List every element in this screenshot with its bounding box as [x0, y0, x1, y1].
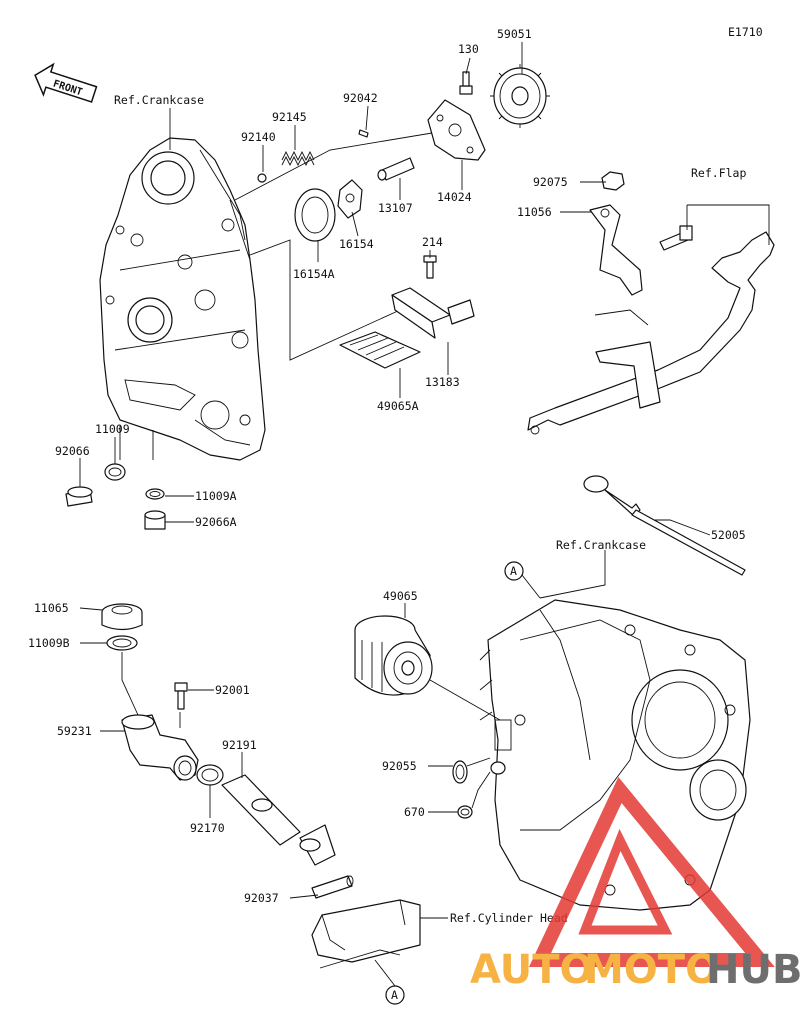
pump-cover-14024-icon: [427, 99, 486, 161]
part-label: 11065: [34, 601, 69, 615]
dipstick-52005-icon: [583, 475, 746, 576]
breather-92037-icon: [311, 875, 354, 899]
oil-port-icon: [490, 761, 506, 775]
bolt-92001-icon: [174, 682, 188, 710]
nut-92075-icon: [601, 171, 625, 191]
flap-lever-icon: [527, 231, 775, 435]
part-label: 14024: [437, 190, 472, 204]
part-label: 11009A: [195, 489, 237, 503]
part-label: 92066A: [195, 515, 237, 529]
shaft-13107-icon: [377, 157, 415, 181]
part-label: 16154: [339, 237, 374, 251]
gear-case-drawing: [99, 137, 266, 461]
part-label: 92145: [272, 110, 307, 124]
part-label: 11056: [517, 205, 552, 219]
assembly-line: [119, 425, 154, 460]
part-label: 59231: [57, 724, 92, 738]
crankcase-lower-drawing: [479, 599, 751, 911]
part-label: 92140: [241, 130, 276, 144]
watermark-logo: AUTO MOTO HUB: [470, 777, 800, 993]
ref-crankcase-bottom-label: Ref.Crankcase: [556, 538, 646, 552]
plug-92066A-icon: [144, 510, 166, 530]
part-label: 49065A: [377, 399, 419, 413]
part-label: 59051: [497, 27, 532, 41]
watermark-hub: HUB: [706, 947, 800, 993]
gear-59051-icon: [490, 64, 550, 128]
part-label: 11009: [95, 422, 130, 436]
front-arrow-icon: FRONT: [34, 62, 98, 103]
part-label: 214: [422, 235, 443, 249]
leader-lines: [79, 42, 711, 919]
bolt-214-icon: [423, 255, 437, 279]
oring-11009B-icon: [106, 635, 138, 651]
bracket-11056-icon: [589, 204, 643, 296]
bolt-flap-icon: [659, 225, 693, 251]
part-labels: Ref.Crankcase 130 59051 92042 92145 9214…: [28, 27, 746, 925]
hose-92191-icon: [221, 774, 336, 866]
callout-a-upper: A: [504, 561, 524, 581]
part-label: 16154A: [293, 267, 335, 281]
oil-screen-49065A-icon: [339, 331, 421, 369]
gasket-11009-icon: [104, 463, 126, 481]
inner-rotor-16154-icon: [337, 179, 363, 219]
part-label: 92066: [55, 444, 90, 458]
part-label: 670: [404, 805, 425, 819]
svg-text:A: A: [391, 988, 398, 1002]
part-label: 130: [458, 42, 479, 56]
plug-92066-icon: [65, 486, 93, 507]
outer-rotor-16154A-icon: [294, 188, 336, 242]
gasket-11009A-icon: [145, 488, 165, 500]
svg-text:A: A: [510, 564, 517, 578]
oring-670-icon: [457, 805, 473, 819]
ref-cylinder-head-label: Ref.Cylinder Head: [450, 911, 568, 925]
clamp-92170-icon: [196, 764, 224, 786]
part-label: 92191: [222, 738, 257, 752]
watermark-moto: MOTO: [584, 947, 719, 993]
ref-crankcase-top-label: Ref.Crankcase: [114, 93, 204, 107]
spring-92145-icon: [281, 150, 315, 167]
pin-92042-icon: [358, 129, 369, 138]
part-label: 92001: [215, 683, 250, 697]
part-label: 49065: [383, 589, 418, 603]
callout-a-leader: [521, 574, 541, 599]
assembly-line: [249, 239, 401, 361]
watermark-auto: AUTO: [470, 947, 594, 993]
part-label: 13183: [425, 375, 460, 389]
part-label: 13107: [378, 201, 413, 215]
plate-13183-icon: [391, 287, 475, 339]
watermark-triangle-icon: [528, 777, 775, 967]
part-label: 92042: [343, 91, 378, 105]
callout-a-lower: A: [385, 985, 405, 1005]
part-label: 92075: [533, 175, 568, 189]
ref-flap-bracket-lines: [686, 204, 770, 245]
figure-code: E1710: [728, 25, 763, 39]
oil-filter-49065-icon: [354, 615, 433, 696]
assembly-line: [234, 129, 451, 201]
cylinder-head-cover-icon: [311, 899, 421, 969]
part-label: 52005: [711, 528, 746, 542]
filler-neck-59231-icon: [121, 714, 199, 781]
part-label: 92037: [244, 891, 279, 905]
part-label: 92170: [190, 821, 225, 835]
ref-flap-label: Ref.Flap: [691, 166, 746, 180]
oring-92055-icon: [452, 760, 468, 784]
ball-92140-icon: [257, 173, 267, 183]
part-label: 92055: [382, 759, 417, 773]
bolt-130-icon: [459, 71, 473, 95]
filler-cap-11065-icon: [101, 603, 143, 631]
callout-a-leader: [374, 959, 396, 987]
part-label: 11009B: [28, 636, 70, 650]
